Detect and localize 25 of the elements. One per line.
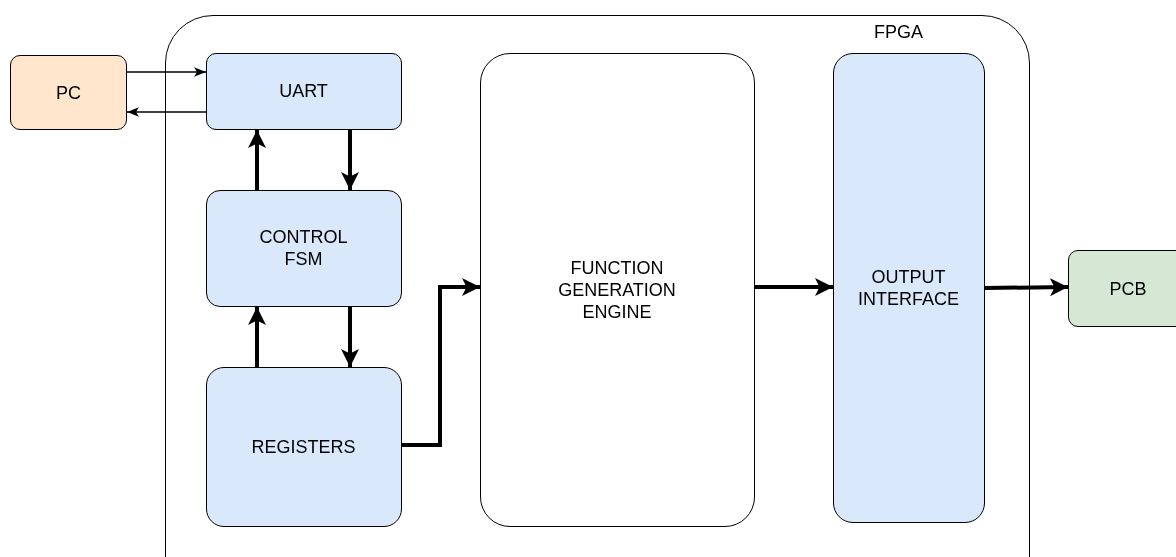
- block-label: UART: [279, 80, 328, 102]
- block-box: [1068, 250, 1176, 327]
- arrow: [248, 307, 266, 367]
- block-label: OUTPUT INTERFACE: [857, 265, 960, 310]
- arrow: [126, 67, 207, 77]
- block-box: [205, 366, 402, 527]
- block-label: FUNCTION GENERATION ENGINE: [557, 256, 677, 323]
- block-box: [479, 52, 755, 527]
- arrow: [341, 307, 359, 367]
- block-box: [832, 52, 985, 523]
- block-label: CONTROL FSM: [258, 226, 349, 270]
- block-label: REGISTERS: [251, 435, 356, 458]
- container-title: FPGA: [874, 21, 923, 43]
- block-box: [10, 55, 127, 130]
- fpga-container: [165, 15, 1030, 557]
- arrow: [341, 130, 359, 190]
- arrow: [984, 278, 1069, 297]
- block-label: PC: [56, 81, 81, 104]
- block-box: [205, 52, 402, 130]
- arrow: [248, 130, 266, 190]
- arrow: [402, 278, 480, 447]
- arrow: [126, 107, 207, 117]
- block-label: PCB: [1109, 277, 1147, 300]
- arrow: [755, 278, 833, 296]
- block-box: [205, 189, 402, 307]
